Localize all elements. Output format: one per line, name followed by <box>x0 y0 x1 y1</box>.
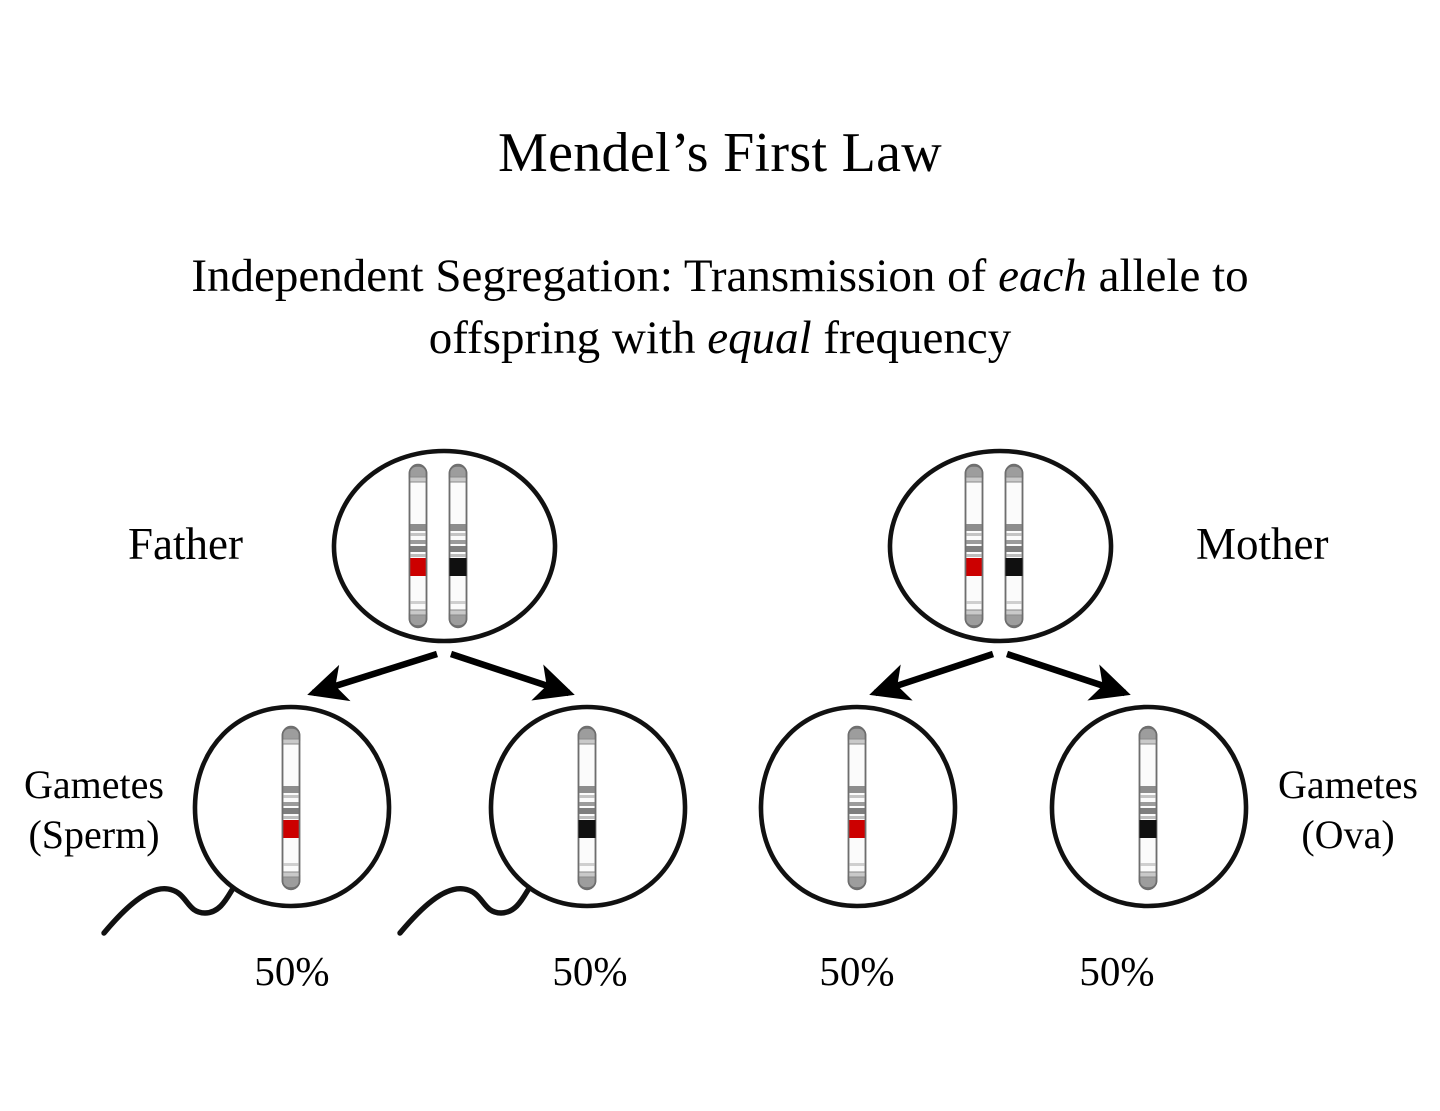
label-gametes-sperm-line1: Gametes <box>24 762 164 807</box>
father-to-sperm-red-arrow <box>307 650 438 702</box>
percent-label-ova-black: 50% <box>1079 948 1155 994</box>
chromosome-black <box>1138 725 1158 891</box>
mother-to-ova-red-arrow <box>869 650 995 701</box>
label-gametes-ova-line1: Gametes <box>1278 762 1418 807</box>
chromosome-red <box>281 725 301 891</box>
percent-label-sperm-black: 50% <box>552 948 628 994</box>
subtitle-part-2: allele to offspring with <box>428 250 1249 365</box>
sperm-red-cell[interactable] <box>192 704 392 909</box>
mother-cell[interactable] <box>887 448 1114 644</box>
label-mother: Mother <box>1196 519 1329 569</box>
sperm-tail-red <box>101 886 235 936</box>
subtitle-italic-each: each <box>998 250 1087 302</box>
label-gametes-ova: Gametes (Ova) <box>1258 760 1438 860</box>
sperm-tail-black <box>397 886 531 936</box>
subtitle-part-1: Independent Segregation: Transmission of <box>191 250 999 302</box>
subtitle: Independent Segregation: Transmission of… <box>120 245 1320 369</box>
ova-red-cell[interactable] <box>758 704 958 909</box>
father-cell[interactable] <box>331 448 558 644</box>
label-gametes-sperm-line2: (Sperm) <box>28 812 160 857</box>
percent-label-ova-red: 50% <box>819 948 895 994</box>
ova-black-cell[interactable] <box>1049 704 1249 909</box>
chromosome-black <box>448 463 468 629</box>
chromosome-red <box>408 463 428 629</box>
label-gametes-sperm: Gametes (Sperm) <box>4 760 184 860</box>
chromosome-black <box>1004 463 1024 629</box>
father-to-sperm-black-arrow <box>449 650 575 701</box>
label-father: Father <box>128 519 243 569</box>
subtitle-part-3: frequency <box>811 312 1012 365</box>
sperm-black-cell[interactable] <box>488 704 688 909</box>
chromosome-red <box>847 725 867 891</box>
label-gametes-ova-line2: (Ova) <box>1301 812 1395 857</box>
mother-to-ova-black-arrow <box>1005 650 1131 701</box>
chromosome-red <box>964 463 984 629</box>
page-title: Mendel’s First Law <box>497 122 943 184</box>
subtitle-italic-equal: equal <box>707 312 812 365</box>
percent-label-sperm-red: 50% <box>254 948 330 994</box>
chromosome-black <box>577 725 597 891</box>
